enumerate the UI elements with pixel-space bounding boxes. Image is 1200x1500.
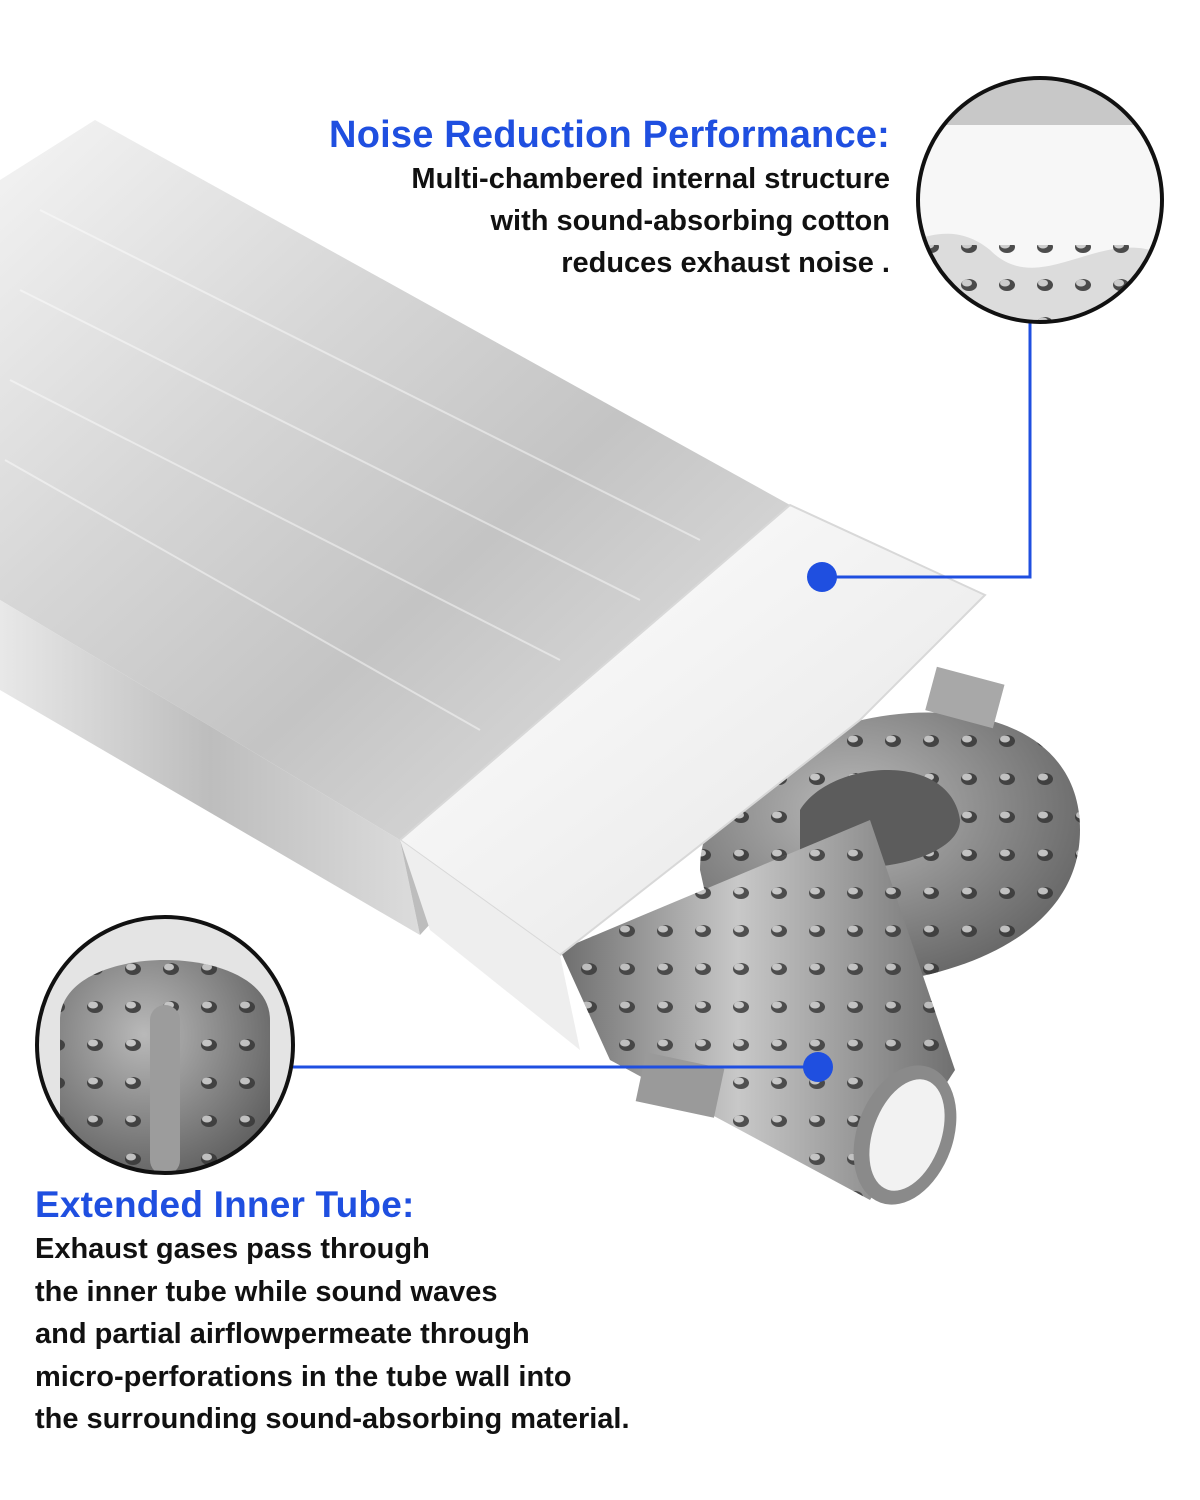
inner-tube-line: and partial airflowpermeate through bbox=[35, 1318, 530, 1350]
sound-absorbing-cotton bbox=[398, 503, 987, 1050]
noise-reduction-callout: Noise Reduction Performance: Multi-chamb… bbox=[329, 112, 890, 284]
inner-tube-line: micro-perforations in the tube wall into bbox=[35, 1360, 572, 1393]
inner-tube-line: Exhaust gases pass through bbox=[35, 1233, 430, 1265]
tube-detail-inset bbox=[35, 915, 295, 1175]
inner-tube-line: the surrounding sound-absorbing material… bbox=[35, 1403, 630, 1435]
noise-reduction-line: Multi-chambered internal structure bbox=[411, 163, 890, 195]
noise-reduction-line: reduces exhaust noise . bbox=[561, 247, 890, 279]
inner-tube-line: the inner tube while sound waves bbox=[35, 1275, 498, 1308]
cotton-detail-inset bbox=[916, 76, 1164, 324]
noise-callout-marker bbox=[807, 322, 1032, 592]
inner-tube-callout: Extended Inner Tube: Exhaust gases pass … bbox=[35, 1182, 630, 1441]
inner-tube-heading: Extended Inner Tube: bbox=[35, 1184, 415, 1225]
tube-callout-marker bbox=[293, 1052, 833, 1082]
perforated-inner-tube bbox=[560, 666, 1080, 1205]
noise-reduction-heading: Noise Reduction Performance: bbox=[329, 114, 890, 156]
noise-reduction-line: with sound-absorbing cotton bbox=[490, 205, 890, 237]
